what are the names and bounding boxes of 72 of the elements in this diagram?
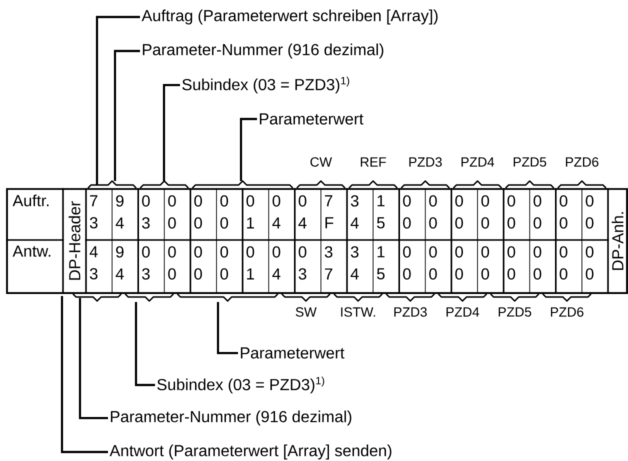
field-label: PZD5 [514, 157, 546, 167]
leader-text: Antwort (Parameterwert [Array] senden) [110, 444, 392, 460]
table-cell: 1 5 [377, 246, 385, 280]
table-cell: 0 0 [455, 195, 463, 229]
leader-line [60, 296, 108, 454]
table-cell: 0 4 [272, 195, 280, 228]
leader-text: Parameter-Nummer (916 dezimal) [142, 44, 384, 58]
column-label: DP-Anh. [612, 212, 624, 270]
table-cell: 0 0 [560, 246, 568, 280]
table-cell: 0 0 [455, 246, 463, 280]
leader-line [162, 84, 180, 181]
table-cell: 7 F [324, 195, 334, 228]
leader-line [134, 302, 155, 386]
table-cell: 9 4 [116, 195, 124, 228]
table-cell: 0 0 [429, 246, 437, 280]
table-cell: 0 0 [429, 195, 437, 229]
table-cell: 0 0 [220, 246, 228, 280]
table-cell: 0 0 [534, 195, 542, 229]
table-cell: 0 0 [508, 246, 516, 280]
table-cell: 0 0 [534, 246, 542, 280]
table-cell: 7 3 [90, 195, 98, 228]
field-label: PZD5 [498, 307, 532, 317]
table-cell: 0 0 [586, 246, 594, 280]
leader-line [240, 118, 257, 181]
row-label: Antw. [12, 246, 50, 257]
table-cell: 3 4 [350, 195, 359, 228]
leader-line [96, 16, 140, 185]
table-cell: 0 0 [481, 195, 490, 229]
table-cell: 0 3 [142, 195, 150, 229]
field-label: PZD3 [409, 157, 442, 167]
column-label: DP-Header [68, 201, 80, 280]
table-cell: 0 0 [508, 195, 516, 229]
table-cell: 0 1 [246, 246, 254, 280]
table-cell: 0 3 [298, 246, 306, 280]
table-cell: 4 3 [90, 246, 98, 280]
leader-text: Subindex (03 = PZD3)$^{1)}$ [157, 376, 324, 394]
table-cell: 0 0 [168, 195, 176, 229]
field-label: CW [310, 157, 332, 167]
field-label: PZD6 [550, 307, 584, 317]
table-cell: 0 4 [272, 246, 280, 280]
leader-text: Subindex (03 = PZD3)$^{1)}$ [182, 76, 350, 94]
table-cell: 1 5 [377, 195, 385, 228]
table-cell: 0 0 [403, 246, 411, 280]
table-cell: 0 0 [481, 246, 490, 280]
field-label: PZD4 [462, 157, 494, 167]
table-cell: 0 0 [194, 246, 202, 280]
table-cell: 0 0 [168, 246, 176, 280]
leader-text: Parameterwert [240, 347, 344, 359]
field-label: PZD3 [394, 307, 427, 317]
row-label: Auftr. [12, 194, 48, 206]
field-label: SW [296, 307, 317, 317]
table-cell: 0 0 [560, 195, 568, 229]
field-label: PZD4 [446, 307, 480, 317]
leader-line [78, 298, 108, 420]
table-cell: 0 1 [246, 195, 254, 228]
table-cell: 9 4 [116, 246, 124, 280]
leader-text: Parameter-Nummer (916 dezimal) [110, 410, 352, 426]
table-cell: 0 4 [298, 195, 306, 228]
field-label: PZD6 [566, 157, 598, 167]
table-cell: 0 0 [586, 195, 594, 229]
leader-text: Parameterwert [260, 113, 364, 125]
leader-line [216, 302, 238, 354]
table-cell: 0 0 [220, 195, 228, 229]
leader-line [114, 50, 140, 181]
table-cell: 3 4 [350, 246, 359, 280]
field-label: REF [360, 157, 386, 167]
table-cell: 0 3 [142, 246, 150, 280]
leader-text: Auftrag (Parameterwert schreiben [Array]) [142, 10, 438, 24]
table-cell: 3 7 [324, 246, 332, 280]
field-label: ISTW. [341, 307, 376, 317]
table-cell: 0 0 [403, 195, 411, 229]
table-cell: 0 0 [194, 195, 202, 229]
